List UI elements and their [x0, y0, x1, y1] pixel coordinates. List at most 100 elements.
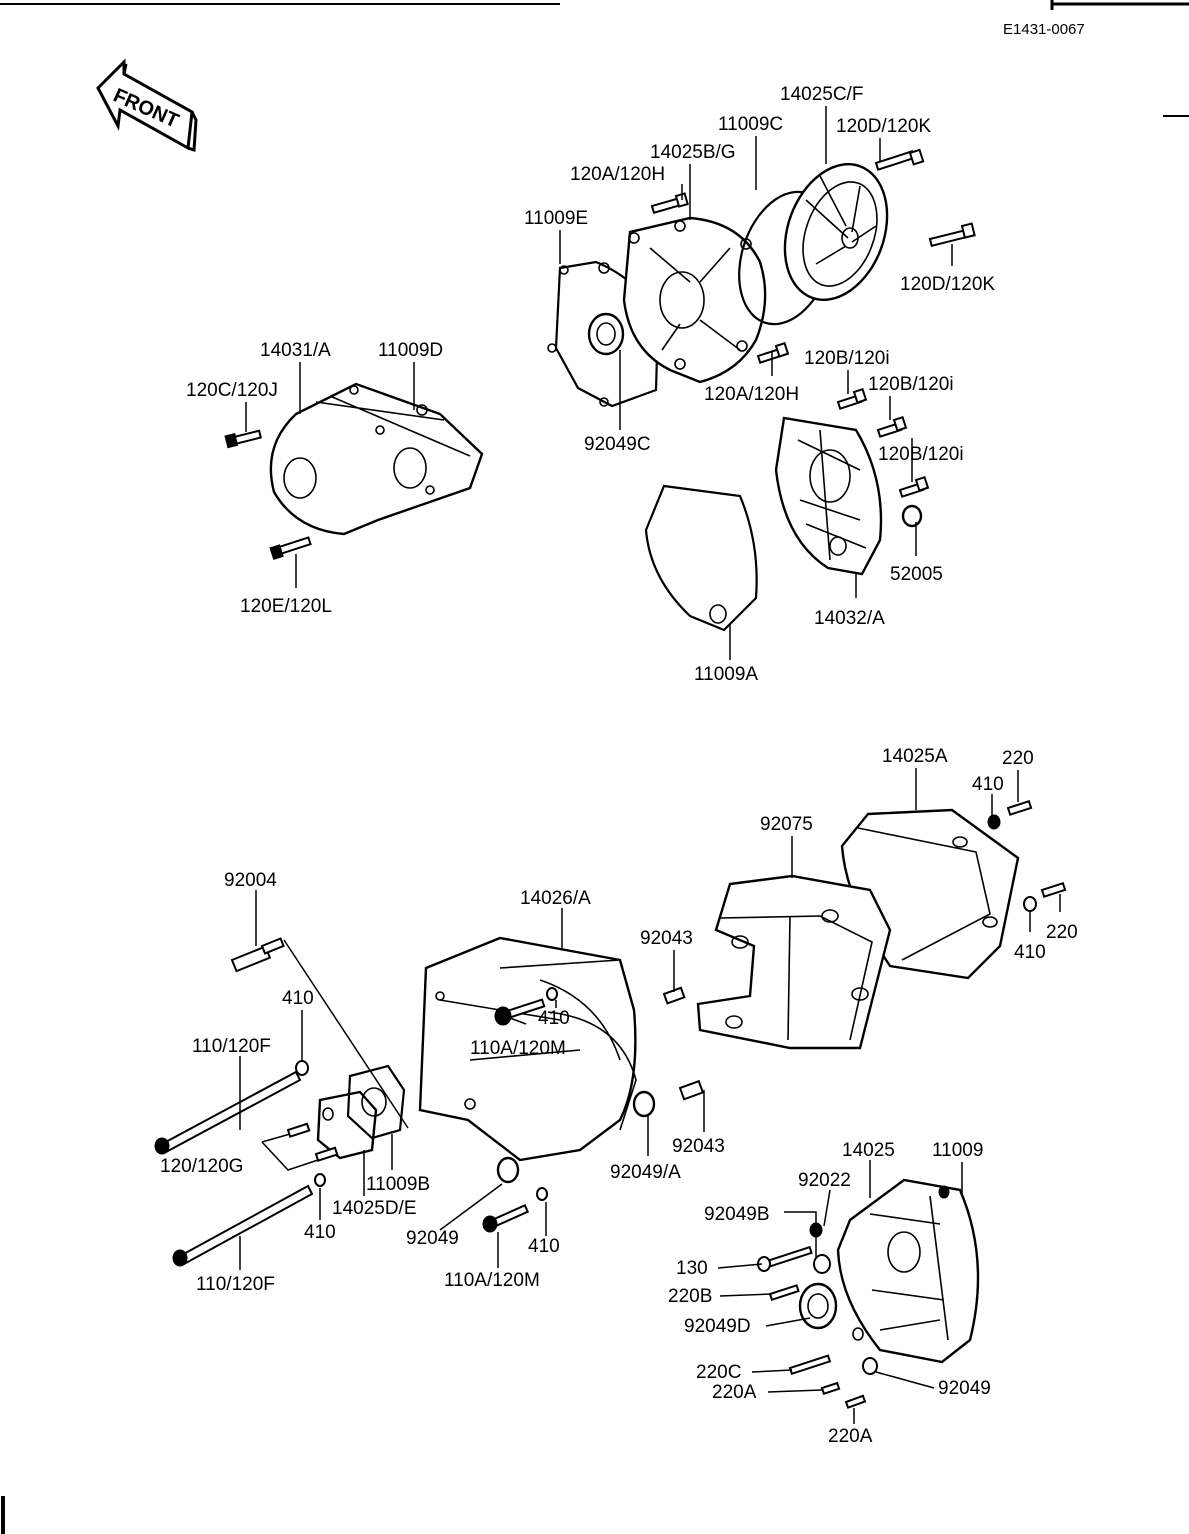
label-l10: 120C/120J: [186, 380, 278, 401]
dowel-92043-lower: [678, 1079, 705, 1101]
bolt-110-long-lower: [172, 1184, 314, 1267]
washer-410-lower-center: [536, 1187, 548, 1201]
gasket-11009a: [644, 484, 758, 632]
label-l12: 120A/120H: [704, 384, 799, 405]
label-l20: 14025A: [882, 746, 948, 767]
label-l26: 220: [1046, 922, 1078, 943]
label-l50: 220C: [696, 1362, 741, 1383]
rubber-92049-lower: [496, 1156, 520, 1184]
seal-92049d: [798, 1282, 838, 1330]
bolt-120g-lower: [314, 1146, 339, 1162]
dowel-92043-upper: [662, 986, 686, 1005]
label-l03: 120D/120K: [836, 116, 931, 137]
label-l35: 11009: [932, 1140, 983, 1161]
bolt-120cj: [224, 429, 263, 449]
bolt-120ah-mid: [756, 341, 790, 364]
bolt-120bi-1: [836, 387, 868, 410]
label-l48: 110/120F: [196, 1274, 275, 1295]
rubber-92049-right: [862, 1357, 878, 1375]
label-l37: 11009B: [366, 1174, 430, 1195]
label-l51: 220A: [712, 1382, 757, 1403]
label-l25: 14026/A: [520, 888, 591, 909]
cover-14025bg: [622, 216, 767, 384]
label-l40: 14025D/E: [332, 1198, 417, 1219]
label-l45: 130: [676, 1258, 708, 1279]
top-right-border: [1050, 0, 1189, 10]
label-l34: 14025: [842, 1140, 895, 1161]
label-l31: 110/120F: [192, 1036, 271, 1057]
label-l14: 92049C: [584, 434, 651, 455]
label-l44: 410: [528, 1236, 560, 1257]
bolt-110-long-upper: [154, 1070, 302, 1155]
label-l39: 92022: [798, 1170, 851, 1191]
oil-seal-92049c: [587, 312, 625, 356]
cover-14032a: [774, 416, 883, 576]
label-l42: 410: [304, 1222, 336, 1243]
label-l24: 92004: [224, 870, 277, 891]
bolt-120dk-right: [928, 222, 976, 248]
label-l52: 92049: [938, 1378, 991, 1399]
label-l32: 110A/120M: [470, 1038, 566, 1059]
label-l28: 410: [1014, 942, 1046, 963]
label-l29: 410: [282, 988, 314, 1009]
label-l07: 120D/120K: [900, 274, 995, 295]
washer-410-left-lower: [314, 1173, 326, 1187]
label-l49: 92049D: [684, 1316, 751, 1337]
bolt-110a-upper: [494, 998, 546, 1026]
bolt-120el: [269, 536, 312, 561]
bolt-120bi-3: [898, 475, 930, 498]
bolt-120bi-2: [876, 415, 908, 438]
label-l41: 92049B: [704, 1204, 770, 1225]
washer-410-center: [546, 987, 558, 1001]
label-l02: 11009C: [718, 114, 783, 135]
cover-14031a: [269, 382, 484, 536]
label-l21: 220: [1002, 748, 1034, 769]
label-l53: 220A: [828, 1426, 873, 1447]
washer-410-right: [1023, 896, 1037, 912]
front-arrow-icon: FRONT: [96, 58, 198, 153]
label-l38: 92049/A: [610, 1162, 681, 1183]
washer-410-upper: [987, 814, 1001, 830]
label-l13: 120B/120i: [868, 374, 954, 395]
bolt-220a-upper: [820, 1381, 841, 1395]
leader-lines: [239, 106, 1061, 1424]
plug-52005: [901, 504, 923, 528]
label-l11: 120B/120i: [804, 348, 890, 369]
bolt-120g-upper: [286, 1122, 311, 1138]
reference-code: E1431-0067: [1003, 21, 1085, 38]
label-l16: 52005: [890, 564, 943, 585]
label-l15: 120B/120i: [878, 444, 964, 465]
bolt-220a-lower: [844, 1394, 867, 1409]
bolt-120ah-top: [650, 192, 689, 214]
label-l27: 92043: [640, 928, 693, 949]
bolt-220b: [768, 1284, 800, 1301]
label-l01: 14025C/F: [780, 84, 863, 105]
bracket-14026a: [418, 936, 637, 1162]
label-l19: 11009A: [694, 664, 758, 685]
label-l08: 14031/A: [260, 340, 331, 361]
bolt-130: [757, 1245, 813, 1272]
label-l17: 120E/120L: [240, 596, 332, 617]
washer-92049b: [813, 1254, 831, 1274]
stud-guide-line: [283, 939, 409, 1129]
rubber-92049a: [632, 1090, 656, 1118]
label-l22: 410: [972, 774, 1004, 795]
bolt-110a-lower: [482, 1204, 530, 1233]
label-l43: 92049: [406, 1228, 459, 1249]
cap-14025cf: [783, 163, 889, 301]
label-l09: 11009D: [378, 340, 443, 361]
stud-92004: [230, 937, 285, 973]
bolt-220-upper: [1006, 799, 1033, 816]
label-l06: 11009E: [524, 208, 588, 229]
label-l05: 120A/120H: [570, 164, 665, 185]
label-l36: 120/120G: [160, 1156, 243, 1177]
label-l33: 92043: [672, 1136, 725, 1157]
label-l23: 92075: [760, 814, 813, 835]
bolt-220-right: [1040, 881, 1067, 898]
part-labels: 14025C/F 11009C 120D/120K 14025B/G 120A/…: [160, 84, 1078, 1447]
label-l04: 14025B/G: [650, 142, 736, 163]
washer-410-left-upper: [295, 1060, 309, 1076]
gasket-11009b: [346, 1064, 406, 1140]
label-l18: 14032/A: [814, 608, 885, 629]
